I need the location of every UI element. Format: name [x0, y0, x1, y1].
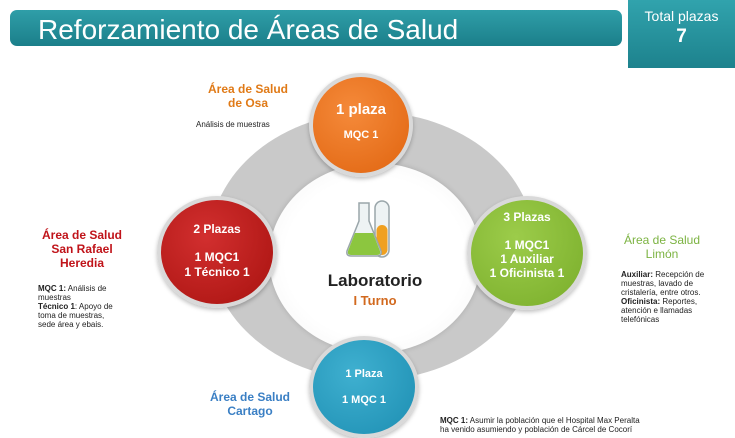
cartago-plazas: 1 Plaza [345, 368, 383, 380]
heredia-desc-label-mqc: MQC 1: [38, 284, 66, 293]
limon-circle: 3 Plazas 1 MQC1 1 Auxiliar 1 Oficinista … [467, 196, 587, 310]
cartago-description: MQC 1: Asumir la población que el Hospit… [440, 416, 640, 434]
limon-auxiliar: 1 Auxiliar [500, 252, 554, 266]
heredia-area-line-3: Heredia [59, 256, 105, 270]
heredia-area-line-1: Área de Salud [41, 228, 123, 242]
limon-area-line-1: Área de Salud [623, 233, 701, 247]
heredia-desc-5: sede área y ebais. [38, 320, 104, 329]
osa-plazas: 1 plaza [335, 101, 387, 118]
heredia-desc-1: Análisis de [67, 284, 107, 293]
cartago-circle: 1 Plaza 1 MQC 1 [309, 336, 419, 438]
osa-mqc: MQC 1 [343, 129, 379, 141]
heredia-mqc: 1 MQC1 [194, 250, 240, 264]
heredia-plazas: 2 Plazas [193, 222, 241, 236]
lab-flask-icon [346, 200, 390, 258]
total-plazas-value: 7 [676, 26, 687, 47]
limon-desc-2: muestras, lavado de [621, 279, 694, 288]
center-disk: Laboratorio I Turno [269, 163, 481, 353]
cartago-desc-2: ha venido asumiendo y población de Cárce… [440, 425, 633, 434]
heredia-desc-3: : Apoyo de [74, 302, 113, 311]
heredia-desc-4: toma de muestras, [38, 311, 105, 320]
osa-area-line-1: Área de Salud [207, 82, 289, 96]
heredia-desc-label-tecnico: Técnico 1 [38, 302, 75, 311]
cartago-area-line-1: Área de Salud [209, 390, 291, 404]
cartago-area-line-2: Cartago [227, 404, 273, 418]
total-plazas-box: Total plazas 7 [628, 0, 735, 68]
limon-desc-label-auxiliar: Auxiliar: [621, 270, 654, 279]
osa-description: Análisis de muestras [196, 120, 270, 129]
heredia-circle: 2 Plazas 1 MQC1 1 Técnico 1 [157, 196, 277, 308]
heredia-area-label: Área de Salud San Rafael Heredia [22, 228, 142, 270]
limon-desc-3: cristalería, entre otros. [621, 288, 701, 297]
limon-oficinista: 1 Oficinista 1 [489, 266, 565, 280]
title-banner: Reforzamiento de Áreas de Salud [10, 10, 622, 46]
heredia-tecnico: 1 Técnico 1 [184, 265, 250, 279]
page-title: Reforzamiento de Áreas de Salud [38, 14, 459, 45]
cartago-mqc: 1 MQC 1 [341, 394, 386, 406]
cartago-desc-label: MQC 1: [440, 416, 468, 425]
osa-area-label: Área de Salud de Osa [188, 82, 308, 110]
limon-plazas: 3 Plazas [503, 210, 551, 224]
heredia-area-line-2: San Rafael [51, 242, 113, 256]
heredia-desc-2: muestras [38, 293, 71, 302]
limon-desc-5: atención e llamadas [621, 306, 693, 315]
center-subtitle: I Turno [353, 293, 397, 308]
limon-area-label: Área de Salud Limón [608, 233, 716, 261]
limon-description: Auxiliar: Recepción de muestras, lavado … [621, 270, 733, 324]
limon-mqc: 1 MQC1 [504, 238, 550, 252]
osa-circle: 1 plaza MQC 1 [309, 73, 413, 177]
center-title: Laboratorio [327, 271, 423, 290]
limon-desc-1: Recepción de [655, 270, 705, 279]
osa-area-line-2: de Osa [227, 96, 269, 110]
total-plazas-label: Total plazas [644, 8, 719, 24]
cartago-desc-1: Asumir la población que el Hospital Max … [469, 416, 640, 425]
cartago-area-label: Área de Salud Cartago [190, 390, 310, 418]
limon-desc-6: telefónicas [621, 315, 660, 324]
limon-area-line-2: Limón [645, 247, 679, 261]
limon-desc-label-oficinista: Oficinista: [621, 297, 661, 306]
limon-desc-4: Reportes, [662, 297, 698, 306]
heredia-description: MQC 1: Análisis de muestras Técnico 1: A… [38, 284, 150, 329]
